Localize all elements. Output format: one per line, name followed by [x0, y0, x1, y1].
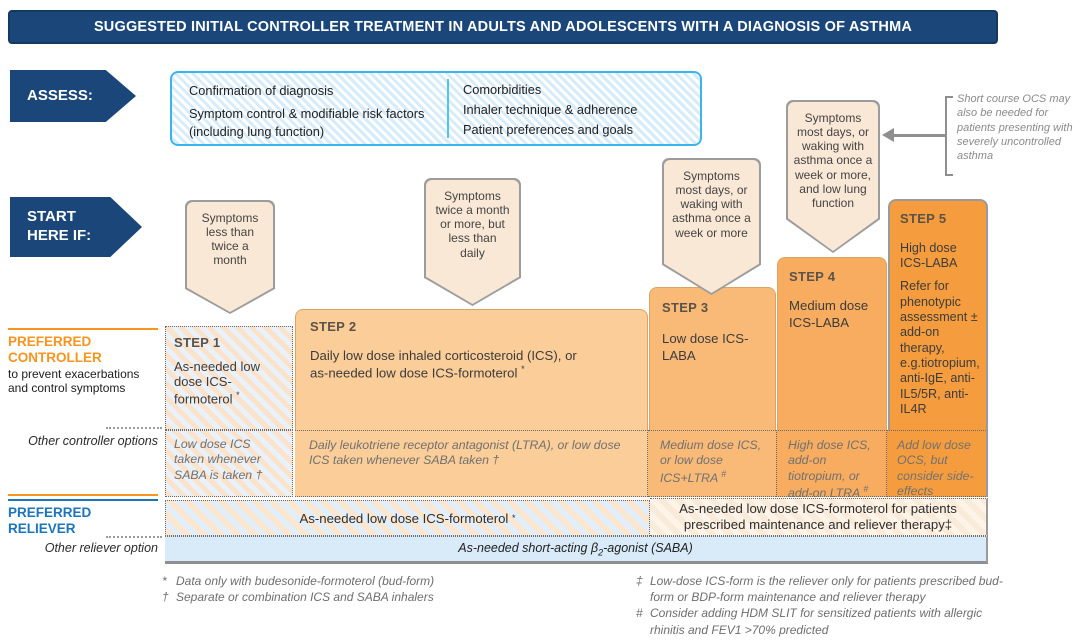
assess-item: Inhaler technique & adherence: [463, 101, 638, 117]
start-here-arrow: START HERE IF:: [10, 197, 142, 257]
other-controller-text: Medium dose ICS, or low dose ICS+LTRA: [660, 438, 762, 485]
step-5-box: STEP 5 High dose ICS-LABA Refer for phen…: [888, 199, 988, 430]
preferred-reliever-left-cell: As-needed low dose ICS-formoterol *: [165, 500, 650, 536]
saba-row: As-needed short-acting β2-agonist (SABA): [165, 536, 988, 564]
step-2-box: STEP 2 Daily low dose inhaled corticoste…: [295, 309, 648, 430]
ocs-note: Short course OCS may also be needed for …: [957, 93, 1073, 163]
ocs-bracket: [945, 96, 953, 176]
footnote-marker: *: [162, 574, 167, 588]
rail-divider-blue: [8, 499, 158, 501]
assess-column-1: Confirmation of diagnosis Symptom contro…: [189, 82, 447, 142]
footnote-hash: # Consider adding HDM SLIT for sensitize…: [636, 605, 1008, 637]
symptom-bubble-step2: Symptoms twice a month or more, but less…: [424, 178, 521, 306]
footnote-mark: *: [512, 513, 516, 523]
assess-item: Confirmation of diagnosis: [189, 83, 334, 98]
footnote-marker: #: [636, 606, 643, 621]
assess-item: Comorbidities: [463, 82, 542, 97]
bubble-text-span: Symptoms twice a month or more, but less…: [435, 189, 510, 260]
step-4-box: STEP 4 Medium dose ICS-LABA: [777, 257, 887, 430]
step-4-body: Medium dose ICS-LABA: [789, 297, 869, 330]
assess-divider: [447, 79, 449, 138]
rail-divider-orange-top: [8, 328, 158, 330]
ocs-arrowhead-icon: [882, 128, 894, 142]
other-controller-cell-step3: Medium dose ICS, or low dose ICS+LTRA #: [648, 430, 776, 497]
other-controller-text: Add low dose OCS, but consider side-effe…: [897, 438, 974, 499]
bubble-text: Symptoms most days, or waking with asthm…: [664, 160, 759, 293]
footnote-text: Data only with budesonide-formoterol (bu…: [176, 574, 435, 588]
rail-divider-orange-bottom: [8, 494, 158, 496]
step-1-footnote-mark: *: [236, 389, 240, 400]
other-controller-cell-step5: Add low dose OCS, but consider side-effe…: [887, 430, 988, 499]
step-5-body-1: High dose ICS-LABA: [900, 240, 958, 270]
preferred-reliever-right-cell: As-needed low dose ICS-formoterol for pa…: [650, 498, 988, 536]
other-controller-cell-step2: Daily leukotriene receptor antagonist (L…: [295, 430, 648, 497]
footnote-dagger: † Separate or combination ICS and SABA i…: [162, 589, 602, 605]
footnote-asterisk: * Data only with budesonide-formoterol (…: [162, 573, 602, 589]
other-controller-label: Other controller options: [28, 434, 158, 448]
reliever-left-text: As-needed low dose ICS-formoterol: [299, 510, 509, 526]
footnote-text: Low-dose ICS-form is the reliever only f…: [650, 574, 1003, 605]
bubble-text-span: Symptoms most days, or waking with asthm…: [672, 169, 751, 240]
assess-item: (including lung function): [189, 124, 325, 140]
step-1-body: As-needed low dose ICS-formoterol: [174, 358, 260, 407]
assess-box: Confirmation of diagnosis Symptom contro…: [170, 71, 702, 146]
step-2-body: Daily low dose inhaled corticosteroid (I…: [310, 347, 577, 381]
footnotes-right: ‡ Low-dose ICS-form is the reliever only…: [636, 573, 1008, 638]
step-5-body-2: Refer for phenotypic assessment ± add-on…: [900, 279, 980, 417]
step-3-box: STEP 3 Low dose ICS-LABA: [649, 287, 776, 430]
ocs-arrow-line: [893, 134, 945, 137]
assess-label: ASSESS:: [27, 86, 93, 104]
step-5-title: STEP 5: [900, 211, 947, 226]
symptom-bubble-step1: Symptoms less than twice a month: [185, 200, 275, 314]
step-1-box: STEP 1 As-needed low dose ICS-formoterol…: [165, 326, 293, 430]
bubble-text: Symptoms most days, or waking with asthm…: [788, 102, 878, 251]
step-1-title: STEP 1: [174, 335, 221, 350]
footnote-marker: †: [162, 590, 169, 605]
bubble-text-span: Symptoms less than twice a month: [201, 211, 259, 268]
other-controller-text: Low dose ICS taken whenever SABA is take…: [174, 437, 263, 482]
diagram-title-bar: SUGGESTED INITIAL CONTROLLER TREATMENT I…: [8, 10, 998, 44]
step-4-title: STEP 4: [789, 269, 836, 284]
assess-item: Patient preferences and goals: [463, 121, 634, 137]
step-2-title: STEP 2: [310, 319, 357, 334]
footnote-text: Separate or combination ICS and SABA inh…: [176, 590, 434, 605]
bubble-text: Symptoms less than twice a month: [187, 202, 273, 312]
preferred-controller-label: PREFERRED CONTROLLER: [8, 334, 102, 365]
footnote-marker: ‡: [636, 574, 643, 588]
reliever-right-text: As-needed low dose ICS-formoterol for pa…: [679, 500, 957, 533]
bubble-text-span: Symptoms most days, or waking with asthm…: [793, 111, 873, 210]
saba-post: -agonist (SABA): [603, 540, 693, 555]
preferred-reliever-label: PREFERRED RELIEVER: [8, 505, 92, 536]
assess-item: Symptom control & modifiable risk factor…: [189, 105, 425, 121]
other-controller-text: High dose ICS, add-on tiotropium, or add…: [788, 438, 871, 501]
bubble-text: Symptoms twice a month or more, but less…: [426, 180, 519, 304]
footnote-mark: #: [863, 484, 869, 495]
rail-dotted-divider: [106, 536, 162, 538]
controller-sublabel: to prevent exacerbations and control sym…: [8, 367, 140, 396]
saba-pre: As-needed short-acting β: [458, 540, 599, 555]
other-controller-cell-step1: Low dose ICS taken whenever SABA is take…: [165, 430, 293, 497]
footnotes-left: * Data only with budesonide-formoterol (…: [162, 573, 602, 605]
saba-text: As-needed short-acting β2-agonist (SABA): [458, 541, 693, 558]
diagram-title: SUGGESTED INITIAL CONTROLLER TREATMENT I…: [93, 19, 913, 35]
other-controller-cell-step4: High dose ICS, add-on tiotropium, or add…: [776, 430, 887, 501]
assess-arrow: ASSESS:: [10, 70, 136, 122]
saba-sub: 2: [598, 547, 604, 558]
other-reliever-label: Other reliever option: [44, 541, 158, 555]
symptom-bubble-step5: Symptoms most days, or waking with asthm…: [786, 100, 880, 253]
step-3-body: Low dose ICS-LABA: [662, 330, 749, 363]
footnote-double-dagger: ‡ Low-dose ICS-form is the reliever only…: [636, 573, 1008, 605]
other-controller-text: Daily leukotriene receptor antagonist (L…: [309, 438, 621, 468]
footnote-mark: #: [721, 468, 727, 479]
start-label-line2: HERE IF:: [27, 227, 92, 244]
start-label-line1: START: [27, 208, 76, 226]
symptom-bubble-step3: Symptoms most days, or waking with asthm…: [662, 158, 761, 295]
assess-column-2: Comorbidities Inhaler technique & adhere…: [463, 80, 693, 139]
footnote-text: Consider adding HDM SLIT for sensitized …: [650, 606, 983, 637]
rail-dotted-divider: [106, 427, 162, 429]
step-2-footnote-mark: *: [521, 363, 525, 374]
step-3-title: STEP 3: [662, 300, 709, 315]
